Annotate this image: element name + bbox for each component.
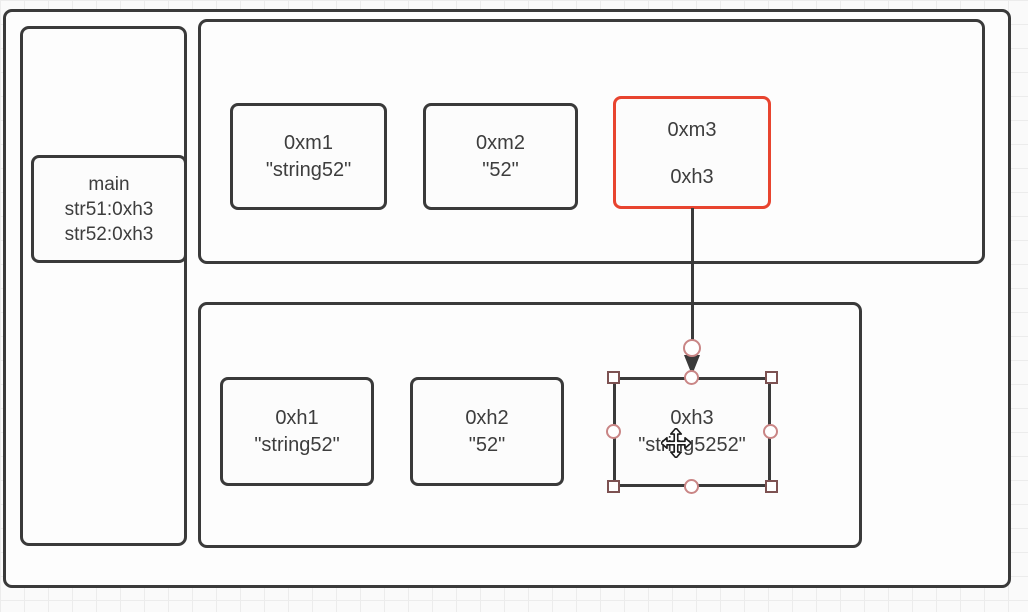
node-0xh2-value: "52" [468,433,506,456]
node-0xh3-value: "string5252" [638,434,746,456]
node-0xm1[interactable]: 0xm1 "string52" [230,103,387,210]
node-0xm1-label: 0xm1 [284,131,333,154]
node-0xm2-value: "52" [482,158,519,181]
stack-column-frame[interactable] [20,26,187,546]
selection-handle-bottom-right[interactable] [765,480,778,493]
move-cursor-icon [661,428,691,458]
node-0xm2[interactable]: 0xm2 "52" [423,103,578,210]
node-main-line3: str52:0xh3 [64,223,154,245]
selection-handle-top-right[interactable] [765,371,778,384]
h-group-frame[interactable] [198,302,862,548]
node-main-line1: main [88,173,130,195]
node-0xm3-label: 0xm3 [667,119,717,141]
node-0xh2[interactable]: 0xh2 "52" [410,377,564,486]
edge-endpoint-handle[interactable] [683,339,701,357]
node-0xm2-label: 0xm2 [476,131,525,154]
selection-handle-top-mid[interactable] [684,370,699,385]
node-0xm3-highlighted[interactable]: 0xm3 0xh3 [613,96,771,209]
node-0xh3-label: 0xh3 [670,407,714,429]
node-0xh1-value: "string52" [254,433,340,456]
selection-handle-top-left[interactable] [607,371,620,384]
m-group-frame[interactable] [198,19,985,264]
node-0xh3-selected[interactable]: 0xh3 "string5252" [613,377,771,487]
selection-handle-bottom-mid[interactable] [684,479,699,494]
node-0xh2-label: 0xh2 [465,406,509,429]
selection-handle-bottom-left[interactable] [607,480,620,493]
node-0xm1-value: "string52" [265,158,352,181]
node-main[interactable]: main str51:0xh3 str52:0xh3 [31,155,187,263]
node-0xm3-value: 0xh3 [670,166,714,188]
selection-handle-left-mid[interactable] [606,424,621,439]
node-0xh1[interactable]: 0xh1 "string52" [220,377,374,486]
node-main-line2: str51:0xh3 [64,198,154,220]
node-0xh1-label: 0xh1 [275,406,319,429]
edge-m3-to-h3[interactable] [690,208,694,344]
selection-handle-right-mid[interactable] [763,424,778,439]
